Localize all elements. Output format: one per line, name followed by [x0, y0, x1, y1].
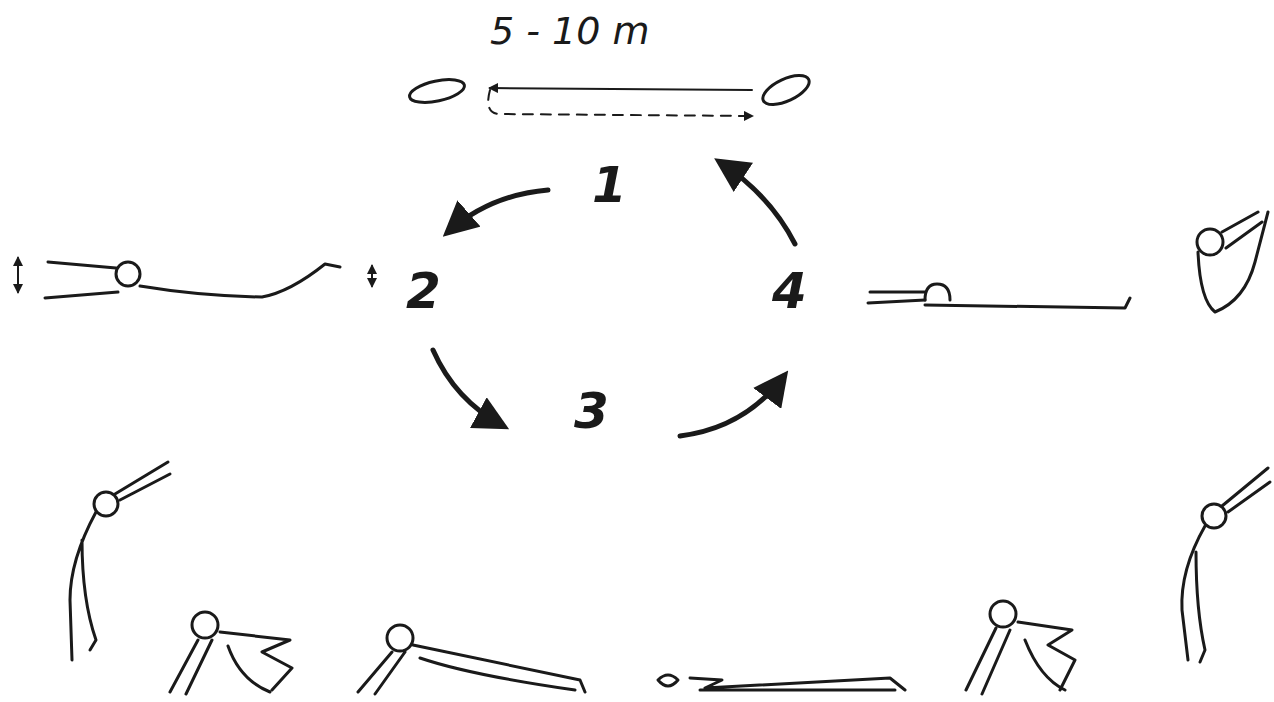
body: [140, 264, 340, 297]
prone-figure: [658, 675, 905, 690]
motion-arrow: [17, 258, 19, 292]
return-arrow: [488, 90, 752, 116]
run-arrow: [490, 88, 752, 90]
arms: [1222, 468, 1270, 512]
body: [1198, 212, 1268, 312]
station-number: 1: [592, 160, 627, 210]
body: [358, 645, 585, 694]
body: [70, 512, 96, 660]
circuit-arrow: [720, 162, 795, 244]
head: [990, 601, 1016, 627]
head: [1197, 229, 1223, 255]
head: [1202, 504, 1226, 528]
head: [192, 612, 218, 638]
body: [170, 632, 292, 694]
lying-figure: [868, 284, 1130, 308]
distance-label: 5 - 10 m: [490, 12, 650, 50]
circuit-arrow: [680, 376, 784, 436]
head: [658, 675, 678, 686]
arched-figure: [1182, 468, 1270, 662]
head: [925, 284, 950, 300]
head: [94, 492, 118, 516]
plank-figure: [358, 625, 585, 694]
squat-figure: [170, 612, 292, 694]
lying-figure: [18, 258, 372, 298]
squat-figure: [966, 601, 1075, 694]
body: [925, 298, 1130, 308]
cone: [759, 69, 814, 110]
station-number: 4: [772, 266, 807, 316]
head: [387, 625, 413, 651]
body: [1182, 526, 1205, 662]
cone: [408, 75, 467, 106]
curled-figure: [1197, 212, 1268, 312]
arched-figure: [70, 462, 170, 660]
arms: [115, 462, 170, 500]
station-number: 3: [574, 386, 609, 436]
body: [966, 622, 1075, 694]
drawing: [18, 69, 1270, 694]
head: [116, 262, 140, 286]
body: [690, 678, 905, 690]
circuit-arrow: [433, 350, 503, 426]
circuit-arrow: [448, 190, 548, 232]
arms: [868, 292, 925, 303]
arms: [45, 262, 118, 298]
station-number: 2: [406, 266, 441, 316]
motion-arrow: [371, 266, 373, 286]
